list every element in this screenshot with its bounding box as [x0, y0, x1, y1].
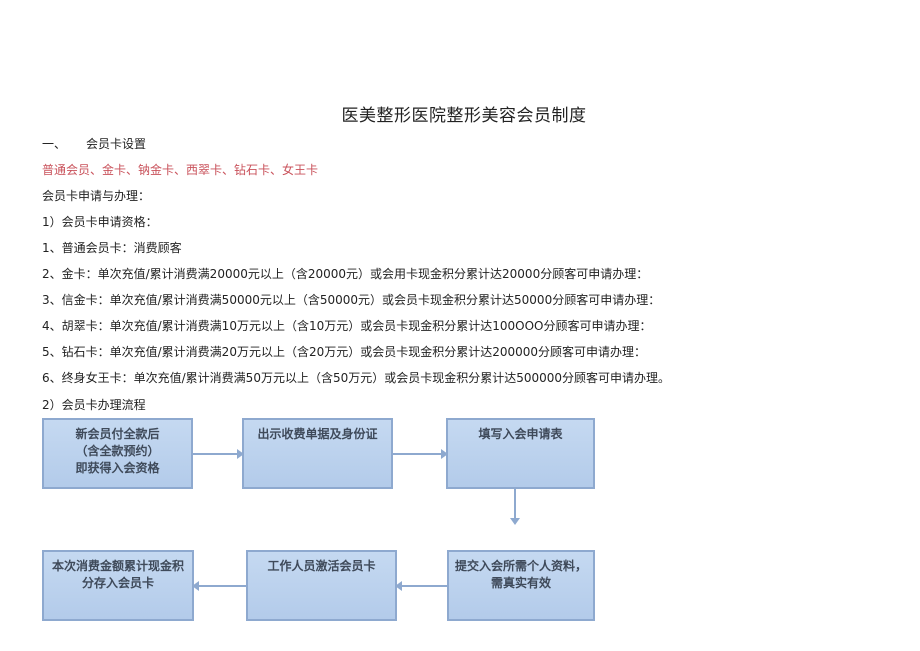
flow-step-text: 需真实有效: [490, 576, 551, 590]
arrow-left-icon: [395, 581, 447, 591]
qualification-item: 4、胡翠卡：单次充值/累计消费满10万元以上（含10万元）或会员卡现金积分累计达…: [42, 319, 652, 333]
flow-step-1: 新会员付全款后 （含全款预约） 即获得入会资格: [42, 418, 193, 489]
flow-step-4: 提交入会所需个人资料， 需真实有效: [447, 550, 595, 621]
card-types-list: 普通会员、金卡、钠金卡、西翠卡、钻石卡、女王卡: [42, 163, 319, 177]
flow-step-text: 出示收费单据及身份证: [257, 427, 378, 441]
process-heading: 2）会员卡办理流程: [42, 398, 146, 412]
flow-step-text: 分存入会员卡: [81, 576, 154, 590]
flow-step-6: 本次消费金额累计现金积 分存入会员卡: [42, 550, 194, 621]
qualification-item: 2、金卡：单次充值/累计消费满20000元以上（含20000元）或会用卡现金积分…: [42, 267, 649, 281]
document-title: 医美整形医院整形美容会员制度: [341, 106, 587, 126]
flow-step-text: 新会员付全款后: [75, 427, 160, 441]
flow-step-3: 填写入会申请表: [446, 418, 595, 489]
qualification-item: 3、信金卡：单次充值/累计消费满50000元以上（含50000元）或会员卡现金积…: [42, 293, 661, 307]
arrow-right-icon: [193, 449, 244, 459]
flow-step-5: 工作人员激活会员卡: [246, 550, 397, 621]
qualification-item: 1、普通会员卡：消费顾客: [42, 241, 182, 255]
flow-step-text: 本次消费金额累计现金积: [51, 559, 184, 573]
arrow-down-icon: [510, 489, 520, 525]
flow-step-text: （含全款预约）: [75, 444, 160, 458]
section-heading: 一、 会员卡设置: [42, 135, 146, 152]
qualification-item: 5、钻石卡：单次充值/累计消费满20万元以上（含20万元）或会员卡现金积分累计达…: [42, 345, 647, 359]
flow-step-text: 即获得入会资格: [75, 461, 160, 475]
flow-step-2: 出示收费单据及身份证: [242, 418, 393, 489]
section-title: 会员卡设置: [86, 137, 147, 151]
flow-step-text: 提交入会所需个人资料，: [454, 559, 587, 573]
qualification-heading: 1）会员卡申请资格：: [42, 215, 158, 229]
qualification-item: 6、终身女王卡：单次充值/累计消费满50万元以上（含50万元）或会员卡现金积分累…: [42, 371, 671, 385]
arrow-left-icon: [192, 581, 246, 591]
arrow-right-icon: [393, 449, 448, 459]
flow-step-text: 填写入会申请表: [478, 427, 563, 441]
flow-step-text: 工作人员激活会员卡: [267, 559, 376, 573]
apply-heading: 会员卡申请与办理：: [42, 189, 151, 203]
section-number: 一、: [42, 137, 67, 151]
